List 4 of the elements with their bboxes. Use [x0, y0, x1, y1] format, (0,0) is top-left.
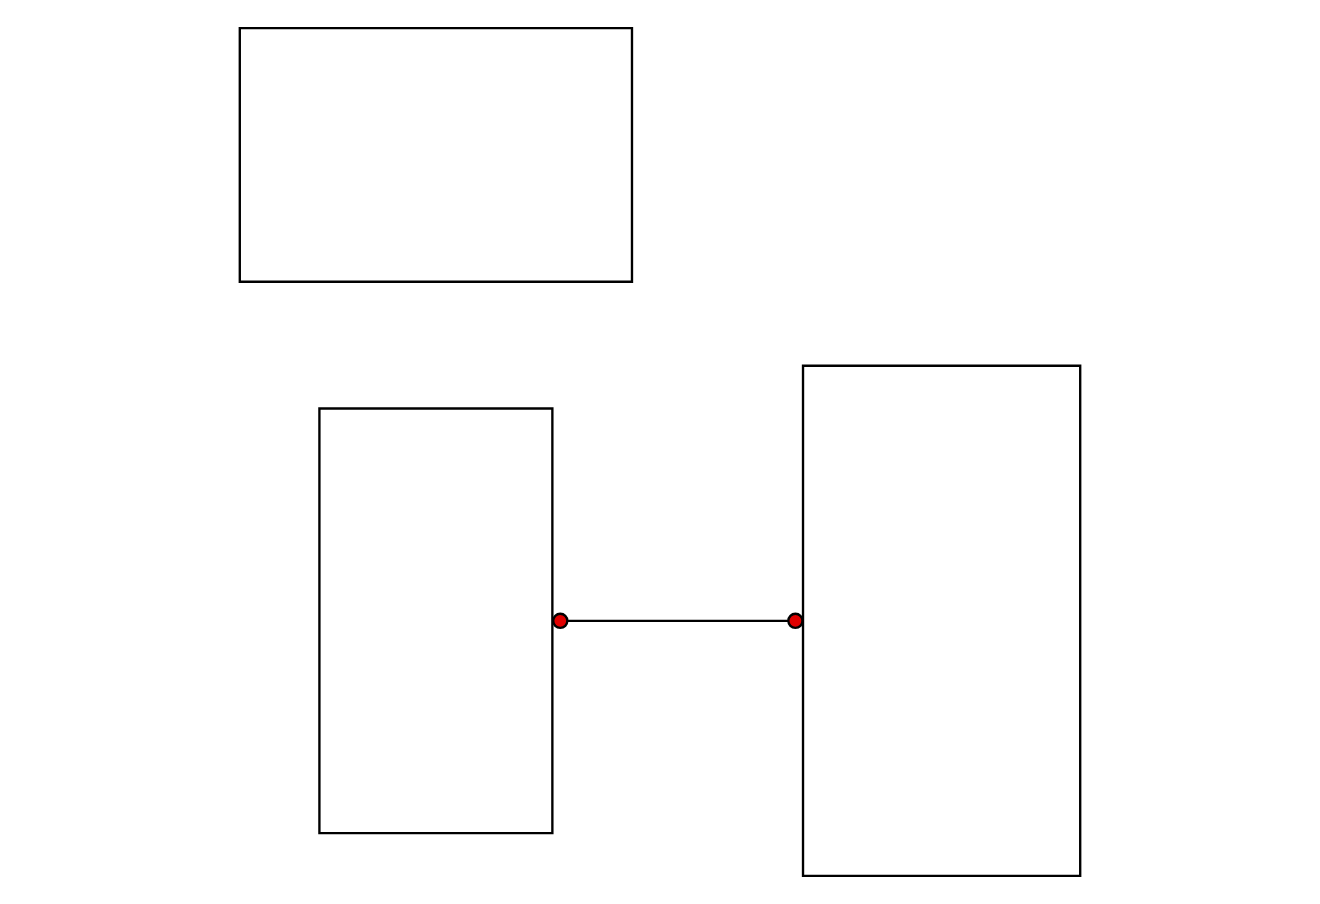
connector	[552, 612, 804, 630]
node-box	[238, 26, 634, 283]
node-box	[318, 407, 554, 835]
node-box	[801, 364, 1082, 878]
